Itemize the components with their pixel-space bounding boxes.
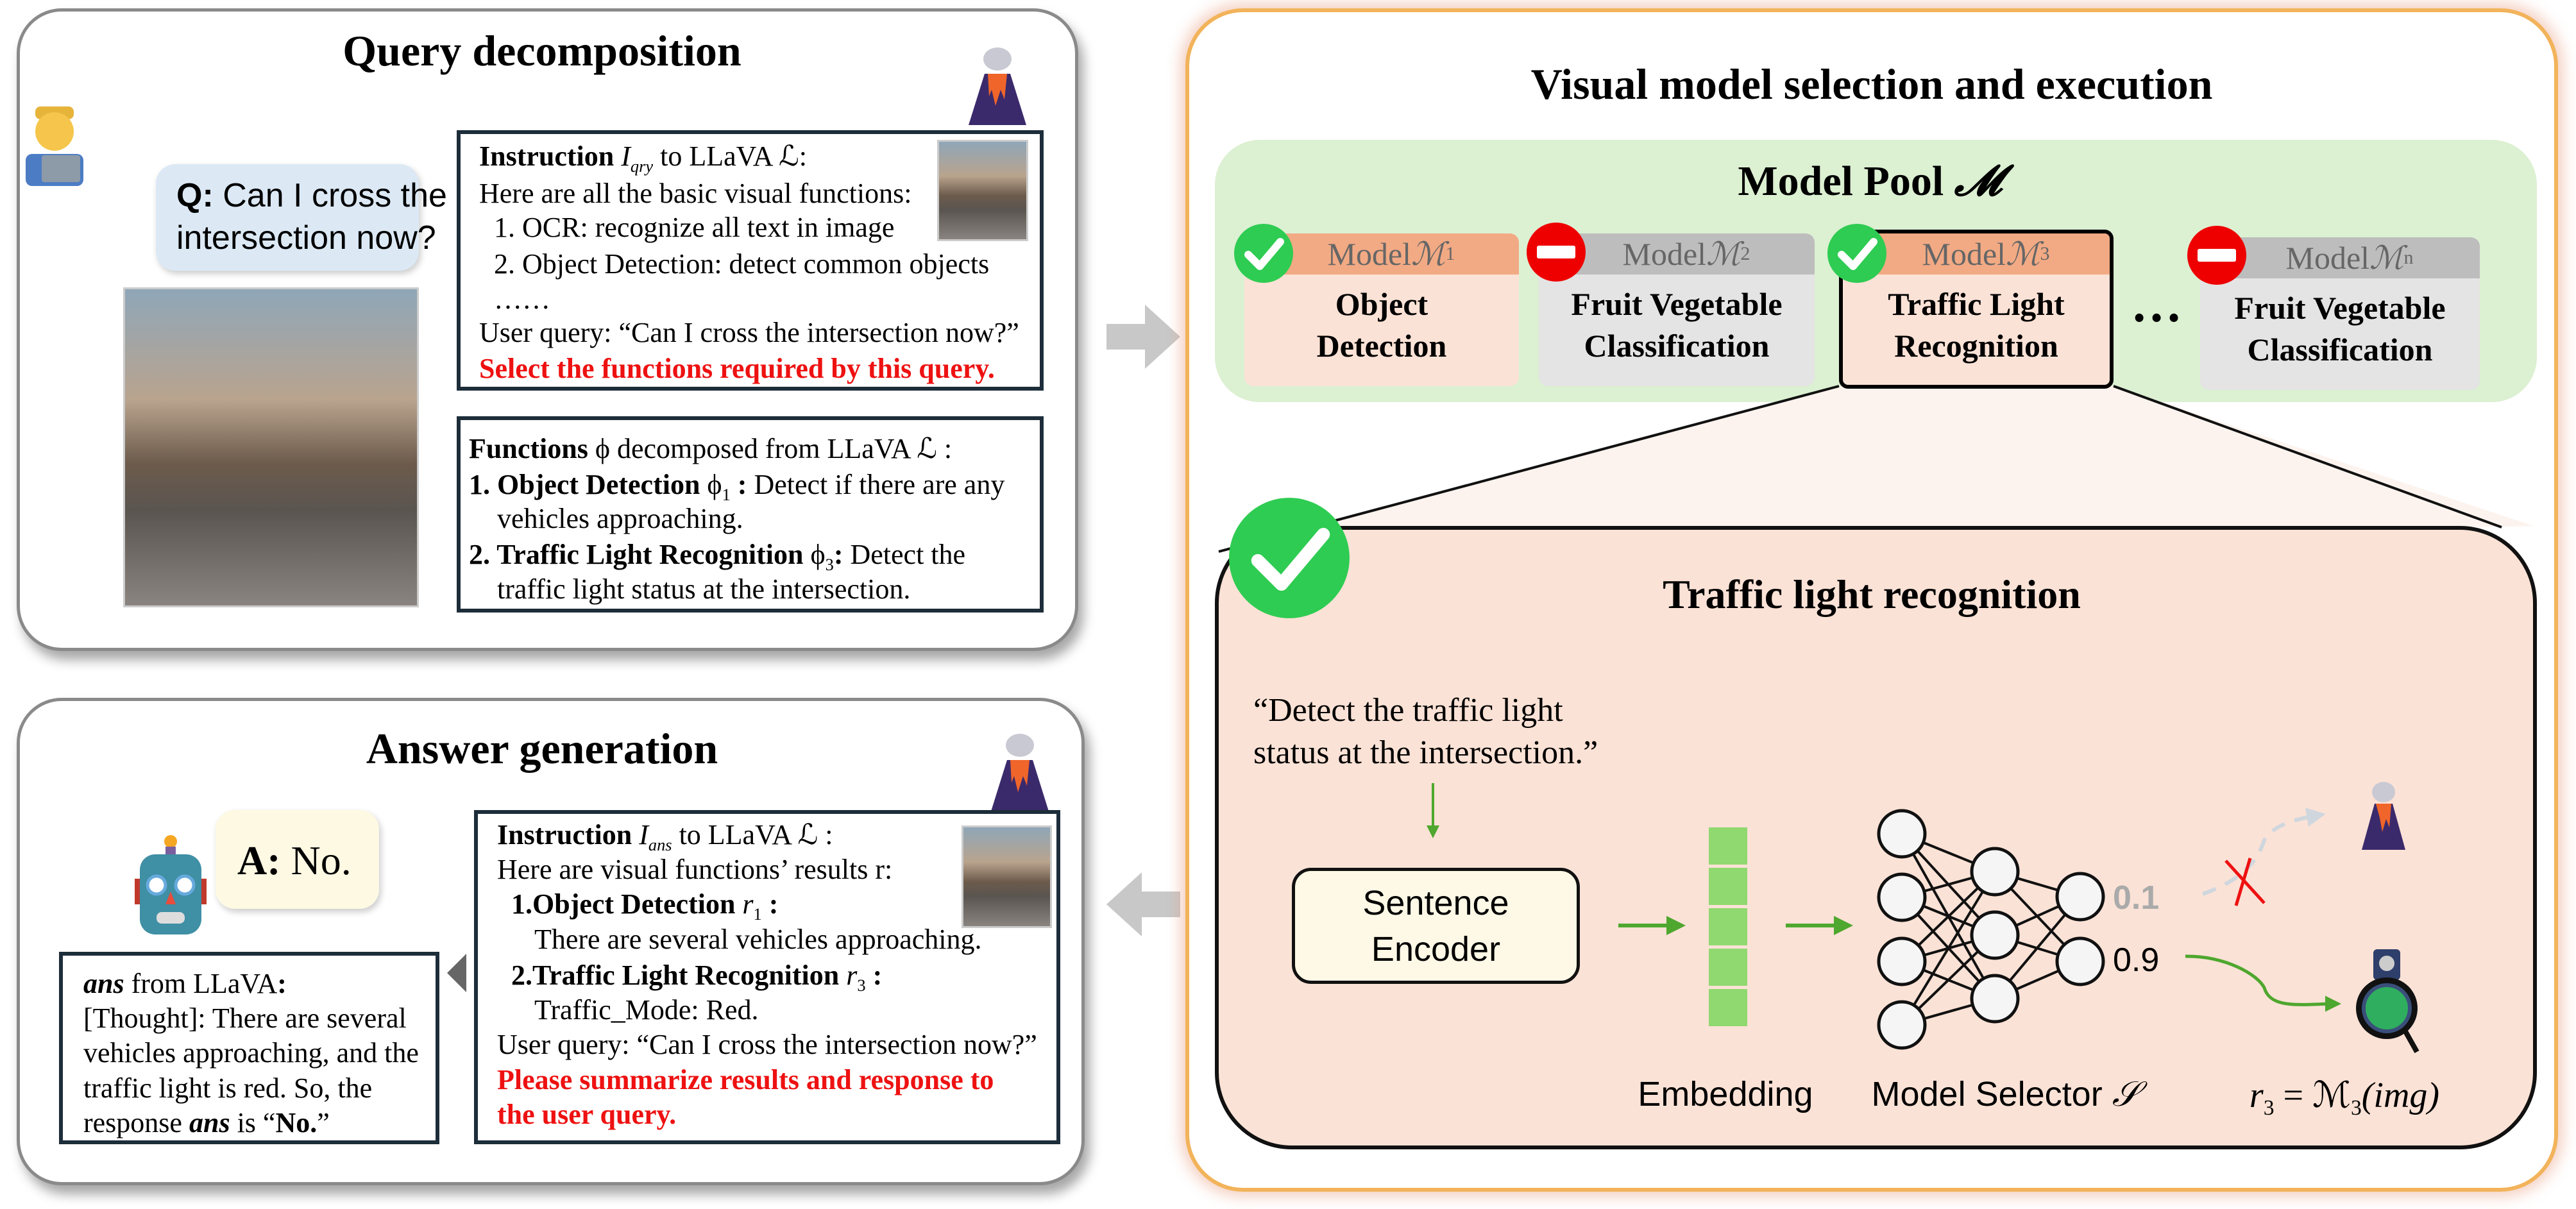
answer-generation-title: Answer generation: [366, 724, 718, 773]
functions-box: [457, 416, 1044, 613]
embedding-cell: [1709, 908, 1747, 945]
execution-title: Visual model selection and execution: [1530, 60, 2213, 108]
answer-bubble: [216, 810, 379, 909]
embedding-cell: [1709, 868, 1747, 905]
question-text: Q: Can I cross the intersection now?: [176, 177, 447, 257]
user-avatar-icon: [26, 106, 83, 186]
answer-instruction-query: User query: “Can I cross the intersectio…: [497, 1029, 1037, 1060]
street-photo: [123, 287, 419, 607]
answer-instruction-heading: Instruction Ians to LLaVA ℒ :: [497, 819, 833, 854]
query-instruction-line: 1. OCR: recognize all text in image: [494, 212, 895, 243]
answer-instruction-line: Here are visual functions’ results r:: [497, 854, 893, 885]
result-item-2-text: Traffic_Mode: Red.: [534, 994, 759, 1026]
query-instruction-line: User query: “Can I cross the intersectio…: [479, 317, 1019, 348]
query-decomposition-title: Query decomposition: [343, 26, 741, 75]
functions-heading: Functions ϕ decomposed from LLaVA ℒ :: [469, 433, 953, 464]
query-instruction-line: 2. Object Detection: detect common objec…: [494, 248, 990, 280]
volcano-icon: [991, 734, 1049, 811]
check-circle-icon: [1827, 224, 1886, 283]
function-item-1-cont: vehicles approaching.: [497, 503, 743, 534]
left-arrow-icon: [1106, 872, 1180, 936]
network-node: [1877, 1000, 1927, 1050]
answer-text: A: No.: [237, 838, 352, 883]
result-formula: r3 = ℳ3(img): [2249, 1076, 2440, 1120]
ans-line: traffic light is red. So, the: [83, 1072, 373, 1104]
model-selector-label: Model Selector 𝒮: [1871, 1075, 2139, 1113]
check-circle-icon: [1229, 498, 1350, 618]
network-edge: [1901, 870, 1996, 1026]
traffic-light-model-icon: [2356, 949, 2419, 1053]
no-entry-icon: [1527, 223, 1586, 282]
embedding-label: Embedding: [1638, 1075, 1813, 1113]
function-item-2-cont: traffic light status at the intersection…: [497, 573, 911, 605]
function-item-2: 2. Traffic Light Recognition ϕ3: Detect …: [469, 539, 966, 574]
embedding-cell: [1709, 989, 1747, 1026]
embedding-cell: [1709, 827, 1747, 865]
question-bubble: [156, 164, 419, 271]
no-entry-icon: [2187, 226, 2246, 285]
robot-icon: [135, 835, 207, 934]
ans-line: vehicles approaching, and the: [83, 1037, 419, 1069]
rejected-path: [2201, 807, 2326, 896]
right-arrow-icon: [1106, 305, 1180, 369]
query-instruction-line: Here are all the basic visual functions:: [479, 178, 912, 209]
function-item-1: 1. Object Detection ϕ1 : Detect if there…: [469, 469, 1005, 504]
instruction-thumbnail: [962, 825, 1052, 928]
detail-title: Traffic light recognition: [1663, 571, 2081, 617]
score-high: 0.9: [2113, 942, 2160, 979]
score-low: 0.1: [2113, 879, 2160, 917]
result-item-1: 1.Object Detection r1 :: [511, 888, 779, 924]
query-instruction-line: ……: [494, 283, 550, 315]
network-node: [1877, 936, 1927, 986]
ans-line: response ans is “No.”: [83, 1107, 330, 1138]
more-models-ellipsis: …: [2131, 276, 2182, 333]
embedding-vector: [1709, 827, 1747, 1026]
left-pointer: [447, 954, 466, 992]
ans-heading: ans from LLaVA:: [83, 968, 287, 999]
ans-box: [59, 952, 439, 1144]
ans-line: [Thought]: There are several: [83, 1002, 407, 1034]
answer-instruction-command: the user query.: [497, 1099, 677, 1130]
answer-instruction-command: Please summarize results and response to: [497, 1064, 994, 1095]
red-x-icon: [2224, 858, 2266, 906]
instruction-thumbnail: [937, 140, 1028, 241]
network-node: [2055, 936, 2105, 986]
network-node: [2055, 872, 2105, 922]
volcano-icon: [969, 47, 1026, 125]
network-node: [1970, 847, 2020, 897]
selected-path: [2185, 954, 2341, 1012]
model-pool-title: Model Pool 𝓜: [1738, 158, 2002, 205]
neural-network: [1877, 809, 2105, 1050]
embedding-cell: [1709, 949, 1747, 986]
query-instruction-command: Select the functions required by this qu…: [479, 353, 995, 384]
network-node: [1877, 809, 1927, 859]
result-item-1-text: There are several vehicles approaching.: [534, 924, 982, 955]
check-circle-icon: [1234, 224, 1293, 283]
network-node: [1877, 872, 1927, 922]
network-node: [1970, 974, 2020, 1024]
result-item-2: 2.Traffic Light Recognition r3 :: [511, 960, 883, 995]
query-instruction-heading: Instruction Iqry to LLaVA ℒ:: [479, 140, 807, 176]
volcano-icon: [2362, 782, 2405, 850]
network-node: [1970, 910, 2020, 960]
